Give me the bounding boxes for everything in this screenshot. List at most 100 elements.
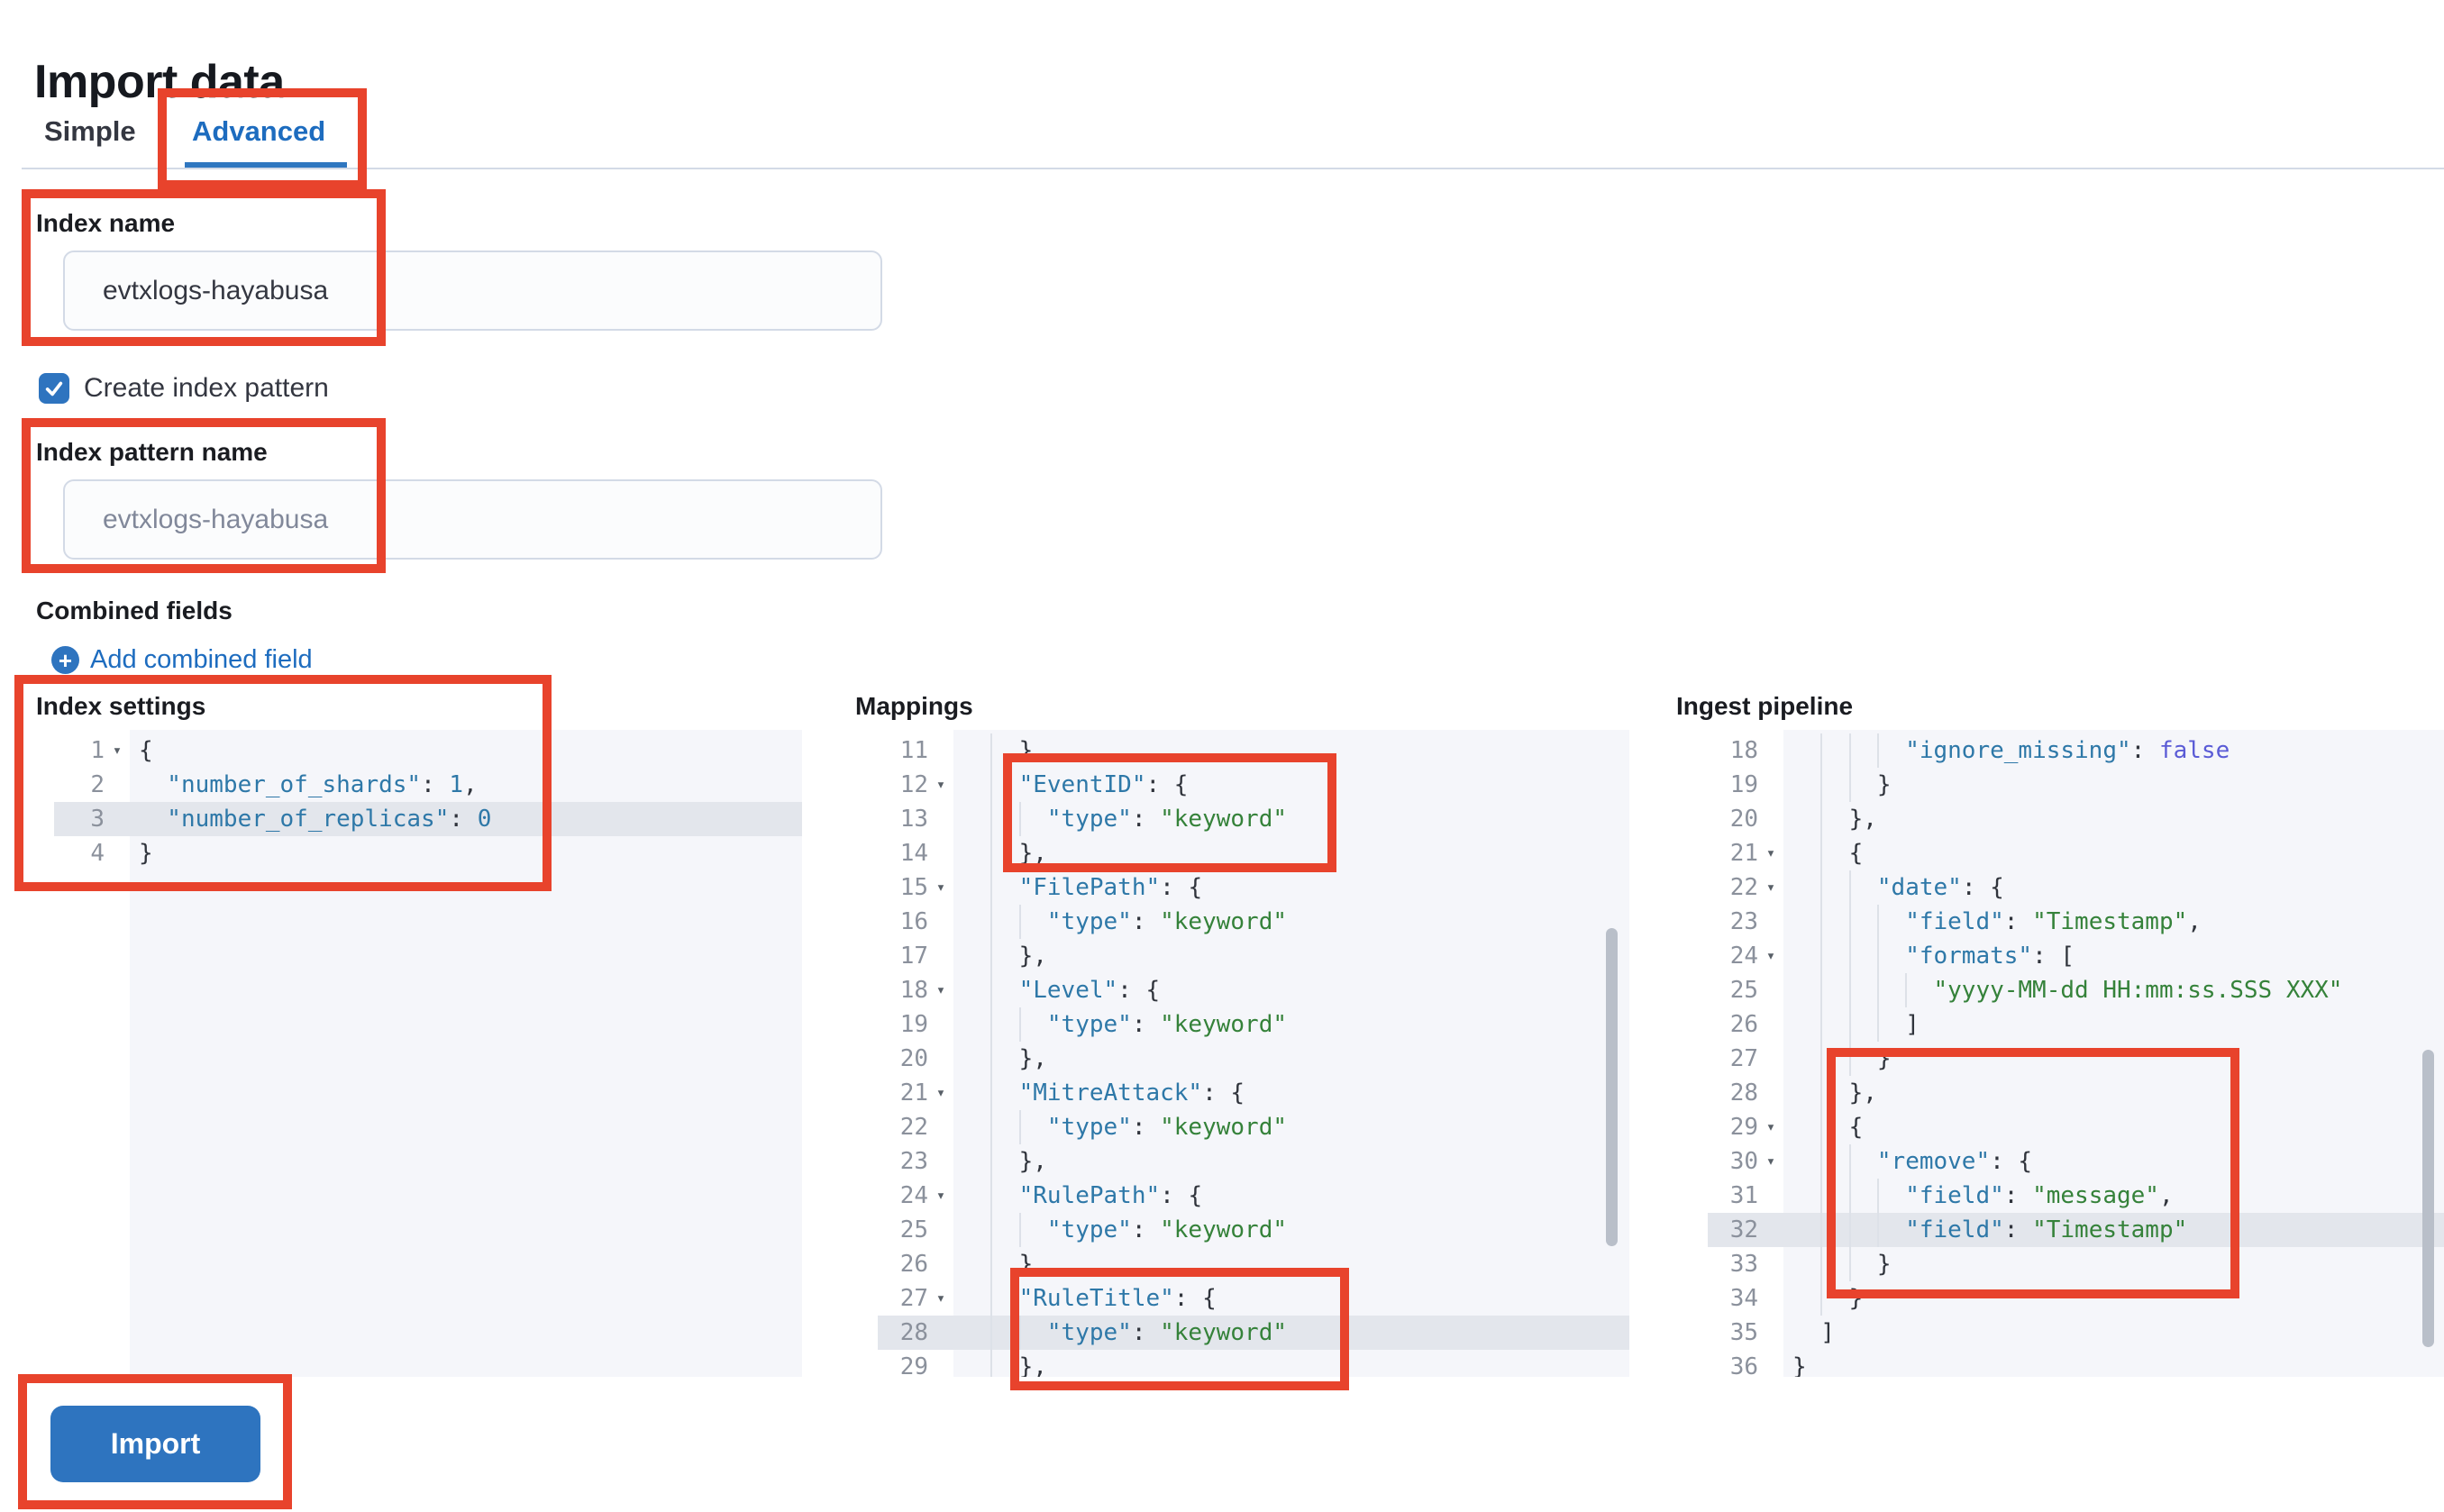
code-line-text: "type": "keyword" [953, 1316, 1629, 1350]
line-number-gutter: 1▾ [54, 733, 130, 768]
code-line-25[interactable]: 25 "yyyy-MM-dd HH:mm:ss.SSS XXX" [1708, 973, 2444, 1007]
code-line-24[interactable]: 24▾ "formats": [ [1708, 939, 2444, 973]
code-line-text: "date": { [1783, 870, 2444, 905]
page-title: Import data [34, 55, 285, 108]
code-line-27[interactable]: 27▾ "RuleTitle": { [878, 1281, 1629, 1316]
mappings-editor[interactable]: 11 },12▾ "EventID": {13 "type": "keyword… [878, 730, 1629, 1377]
fold-arrow-icon[interactable]: ▾ [935, 981, 946, 999]
create-index-pattern-row[interactable]: Create index pattern [39, 373, 329, 404]
index-pattern-name-input[interactable]: evtxlogs-hayabusa [63, 479, 882, 560]
line-number-gutter: 26 [878, 1247, 953, 1281]
fold-arrow-placeholder [1758, 1179, 1783, 1213]
combined-fields-label: Combined fields [36, 597, 233, 624]
code-line-26[interactable]: 26 }, [878, 1247, 1629, 1281]
index-settings-editor[interactable]: 1▾{2 "number_of_shards": 1,3 "number_of_… [54, 730, 802, 1377]
code-line-13[interactable]: 13 "type": "keyword" [878, 802, 1629, 836]
code-line-text: "yyyy-MM-dd HH:mm:ss.SSS XXX" [1783, 973, 2444, 1007]
code-line-23[interactable]: 23 "field": "Timestamp", [1708, 905, 2444, 939]
code-line-4[interactable]: 4} [54, 836, 802, 870]
code-line-3[interactable]: 3 "number_of_replicas": 0 [54, 802, 802, 836]
code-line-23[interactable]: 23 }, [878, 1144, 1629, 1179]
code-line-12[interactable]: 12▾ "EventID": { [878, 768, 1629, 802]
code-line-17[interactable]: 17 }, [878, 939, 1629, 973]
code-line-34[interactable]: 34 } [1708, 1281, 2444, 1316]
code-line-22[interactable]: 22 "type": "keyword" [878, 1110, 1629, 1144]
fold-arrow-icon[interactable]: ▾ [1765, 947, 1776, 965]
fold-arrow-placeholder [1758, 768, 1783, 802]
fold-arrow-placeholder [928, 1316, 953, 1350]
code-line-28[interactable]: 28 }, [1708, 1076, 2444, 1110]
fold-arrow-icon[interactable]: ▾ [935, 776, 946, 794]
fold-arrow-placeholder [1758, 802, 1783, 836]
code-line-24[interactable]: 24▾ "RulePath": { [878, 1179, 1629, 1213]
fold-arrow-placeholder [928, 1110, 953, 1144]
fold-arrow-icon[interactable]: ▾ [1765, 879, 1776, 897]
index-name-label: Index name [36, 209, 176, 237]
line-number-gutter: 11 [878, 733, 953, 768]
code-line-29[interactable]: 29 }, [878, 1350, 1629, 1377]
create-index-pattern-label: Create index pattern [84, 373, 329, 403]
code-line-text: "RulePath": { [953, 1179, 1629, 1213]
code-line-35[interactable]: 35 ] [1708, 1316, 2444, 1350]
code-line-26[interactable]: 26 ] [1708, 1007, 2444, 1042]
code-line-19[interactable]: 19 "type": "keyword" [878, 1007, 1629, 1042]
index-name-input[interactable]: evtxlogs-hayabusa [63, 250, 882, 331]
code-line-18[interactable]: 18 "ignore_missing": false [1708, 733, 2444, 768]
code-line-21[interactable]: 21▾ { [1708, 836, 2444, 870]
code-line-19[interactable]: 19 } [1708, 768, 2444, 802]
code-line-11[interactable]: 11 }, [878, 733, 1629, 768]
line-number-gutter: 27 [1708, 1042, 1783, 1076]
mappings-scrollbar-thumb[interactable] [1606, 928, 1618, 1246]
code-line-33[interactable]: 33 } [1708, 1247, 2444, 1281]
fold-arrow-placeholder [928, 1007, 953, 1042]
code-line-2[interactable]: 2 "number_of_shards": 1, [54, 768, 802, 802]
fold-arrow-icon[interactable]: ▾ [935, 1187, 946, 1205]
code-line-text: "FilePath": { [953, 870, 1629, 905]
code-line-31[interactable]: 31 "field": "message", [1708, 1179, 2444, 1213]
fold-arrow-placeholder [1758, 1076, 1783, 1110]
fold-arrow-icon[interactable]: ▾ [1765, 844, 1776, 862]
fold-arrow-icon[interactable]: ▾ [935, 1084, 946, 1102]
code-line-28[interactable]: 28 "type": "keyword" [878, 1316, 1629, 1350]
code-line-text: "type": "keyword" [953, 1007, 1629, 1042]
line-number-gutter: 18▾ [878, 973, 953, 1007]
code-line-25[interactable]: 25 "type": "keyword" [878, 1213, 1629, 1247]
code-line-30[interactable]: 30▾ "remove": { [1708, 1144, 2444, 1179]
fold-arrow-icon[interactable]: ▾ [935, 879, 946, 897]
tab-advanced[interactable]: Advanced [192, 115, 326, 147]
ingest-scrollbar-thumb[interactable] [2422, 1050, 2434, 1347]
code-line-21[interactable]: 21▾ "MitreAttack": { [878, 1076, 1629, 1110]
checkbox-checked-icon[interactable] [39, 373, 69, 404]
fold-arrow-placeholder [928, 905, 953, 939]
code-line-text: "number_of_replicas": 0 [130, 802, 802, 836]
add-combined-field-link[interactable]: + Add combined field [51, 645, 313, 675]
fold-arrow-icon[interactable]: ▾ [935, 1289, 946, 1307]
line-number-gutter: 31 [1708, 1179, 1783, 1213]
code-line-36[interactable]: 36} [1708, 1350, 2444, 1377]
code-line-text: }, [953, 1042, 1629, 1076]
fold-arrow-icon[interactable]: ▾ [112, 742, 123, 760]
code-line-16[interactable]: 16 "type": "keyword" [878, 905, 1629, 939]
tab-simple[interactable]: Simple [44, 115, 136, 147]
code-line-1[interactable]: 1▾{ [54, 733, 802, 768]
code-line-15[interactable]: 15▾ "FilePath": { [878, 870, 1629, 905]
code-line-18[interactable]: 18▾ "Level": { [878, 973, 1629, 1007]
code-line-text: "Level": { [953, 973, 1629, 1007]
fold-arrow-placeholder [105, 836, 130, 870]
code-line-text: }, [953, 733, 1629, 768]
code-line-text: "MitreAttack": { [953, 1076, 1629, 1110]
code-line-20[interactable]: 20 }, [878, 1042, 1629, 1076]
fold-arrow-icon[interactable]: ▾ [1765, 1118, 1776, 1136]
code-line-14[interactable]: 14 }, [878, 836, 1629, 870]
code-line-27[interactable]: 27 } [1708, 1042, 2444, 1076]
line-number-gutter: 3 [54, 802, 130, 836]
code-line-29[interactable]: 29▾ { [1708, 1110, 2444, 1144]
fold-arrow-icon[interactable]: ▾ [1765, 1152, 1776, 1170]
ingest-pipeline-label: Ingest pipeline [1676, 692, 1854, 720]
import-button[interactable]: Import [50, 1406, 260, 1482]
code-line-22[interactable]: 22▾ "date": { [1708, 870, 2444, 905]
code-line-20[interactable]: 20 }, [1708, 802, 2444, 836]
line-number-gutter: 36 [1708, 1350, 1783, 1377]
code-line-32[interactable]: 32 "field": "Timestamp" [1708, 1213, 2444, 1247]
